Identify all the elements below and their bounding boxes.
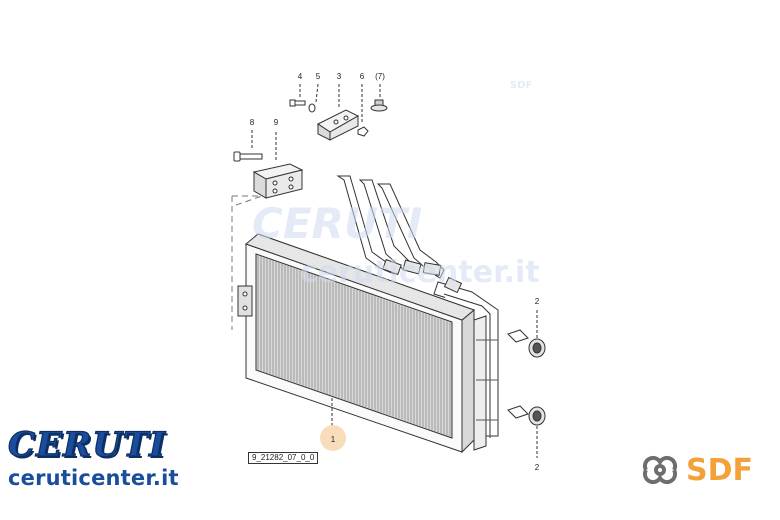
ceruti-logo-url: ceruticenter.it bbox=[8, 466, 179, 490]
callout-9: 9 bbox=[274, 118, 279, 127]
part-3-bracket bbox=[317, 84, 360, 141]
ceruti-logo: CERUTI ceruticenter.it bbox=[7, 425, 240, 498]
callout-4: 4 bbox=[298, 72, 303, 81]
ceruti-logo-word: CERUTI bbox=[7, 425, 167, 465]
part-2-grommet-lower bbox=[528, 406, 546, 458]
sdf-logo-word: SDF bbox=[686, 452, 754, 488]
callout-8: 8 bbox=[250, 118, 255, 127]
callout-5: 5 bbox=[316, 72, 321, 81]
callout-2-upper: 2 bbox=[535, 297, 540, 306]
part-4-screw bbox=[289, 84, 306, 107]
part-5-washer bbox=[308, 83, 319, 113]
connection-stubs bbox=[507, 329, 529, 419]
cooler-fins bbox=[257, 255, 451, 437]
phantom-outlines bbox=[231, 195, 263, 330]
callout-6: 6 bbox=[360, 72, 365, 81]
sdf-emblem-icon bbox=[642, 455, 678, 485]
part-8-bolt bbox=[233, 130, 263, 162]
part-9-block bbox=[252, 132, 304, 199]
part-2-grommet-upper bbox=[528, 310, 546, 358]
callout-2-lower: 2 bbox=[535, 463, 540, 472]
watermark-url: ceruticenter.it bbox=[300, 255, 540, 290]
part-6-nut bbox=[357, 84, 369, 137]
drawing-code-box: 9_21282_07_0_0 bbox=[248, 452, 319, 464]
highlight-marker-part-1 bbox=[320, 425, 346, 451]
watermark-sdf: SDF bbox=[510, 80, 532, 91]
callout-3: 3 bbox=[337, 72, 342, 81]
hose-fittings bbox=[382, 258, 463, 294]
part-7-rubber-mount bbox=[370, 84, 388, 112]
callout-7: (7) bbox=[375, 72, 385, 81]
watermark-brand: CERUTI bbox=[252, 199, 422, 248]
sdf-logo: SDF bbox=[640, 447, 780, 493]
